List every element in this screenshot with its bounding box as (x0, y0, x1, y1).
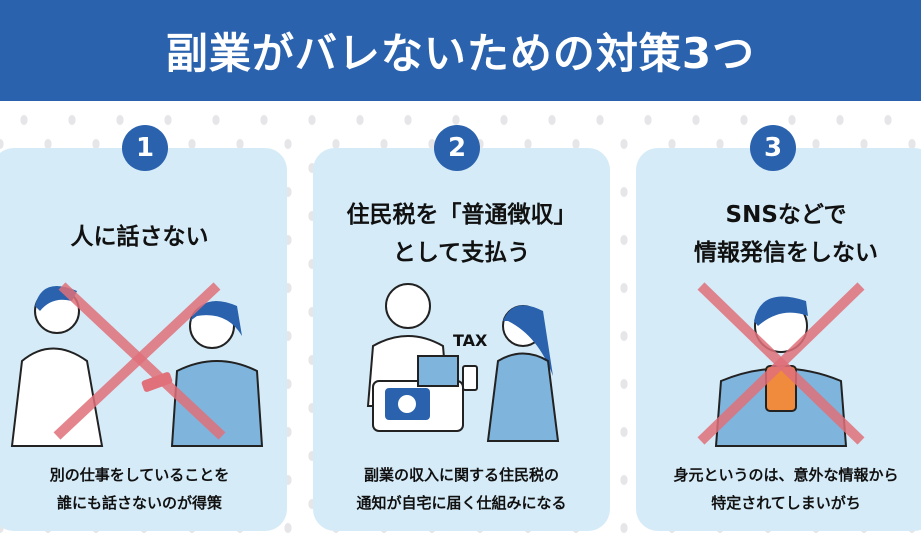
person-phone-crossed-illustration (697, 282, 865, 447)
step-number-2: 2 (434, 125, 480, 171)
tax-label: TAX (453, 331, 488, 350)
tip-title: 人に話さない (70, 224, 209, 250)
tip-card-3: SNSなどで情報発信をしない 身元というのは、意外な情報から特定されてしまいがち (636, 148, 921, 531)
people-talking-crossed-illustration (10, 282, 264, 447)
header-banner: 副業がバレないための対策3つ (0, 0, 921, 101)
tax-payment-register-illustration: TAX (366, 283, 560, 442)
step-number-3: 3 (750, 125, 796, 171)
page-title: 副業がバレないための対策3つ (165, 29, 756, 78)
tip-description: 身元というのは、意外な情報から特定されてしまいがち (673, 466, 899, 512)
tip-title: SNSなどで情報発信をしない (694, 202, 878, 266)
tip-card-2: 住民税を「普通徴収」として支払う TAX 副業の収入に関する住民税の通知が自宅に… (313, 148, 610, 531)
tip-description: 別の仕事をしていることを誰にも話さないのが得策 (49, 466, 230, 512)
step-number-1: 1 (122, 125, 168, 171)
tip-card-1: 人に話さない 別の仕事をしていることを誰にも話さないのが得策 (0, 148, 287, 531)
tip-description: 副業の収入に関する住民税の通知が自宅に届く仕組みになる (356, 466, 567, 512)
tip-title: 住民税を「普通徴収」として支払う (346, 202, 577, 266)
